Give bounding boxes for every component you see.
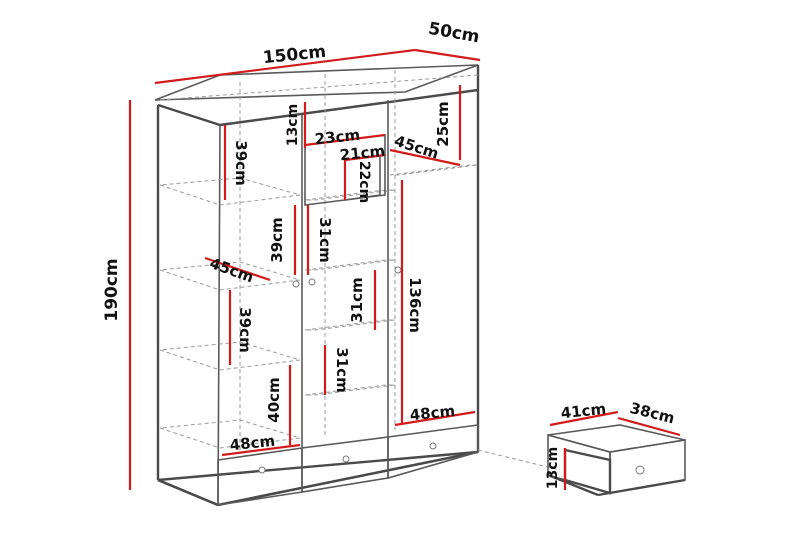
inner-height-label: 22cm — [356, 161, 372, 203]
drawer-knob — [429, 442, 437, 450]
door-knob — [292, 280, 300, 288]
hanging-height-label: 136cm — [406, 277, 424, 333]
drawer-knob — [258, 466, 266, 474]
top-right-height-label: 25cm — [434, 101, 452, 146]
wardrobe-outline — [154, 64, 480, 507]
lower-height-label: 40cm — [265, 377, 283, 422]
drawer-knob — [635, 465, 645, 475]
door-knob — [308, 278, 316, 286]
drawer-knob — [342, 455, 350, 463]
door-knob — [394, 266, 402, 274]
left-shelf-depth-label: 45cm — [207, 254, 256, 286]
left-shelf-height-3-label: 39cm — [236, 307, 254, 352]
bottom-left-width-label: 48cm — [229, 432, 276, 455]
top-box-width-label: 23cm — [314, 126, 361, 149]
height-label: 190cm — [102, 258, 122, 321]
dimension-lines — [128, 48, 481, 490]
top-box-height-label: 13cm — [285, 104, 301, 146]
middle-height-2-label: 31cm — [348, 277, 366, 322]
width-label: 150cm — [262, 42, 327, 69]
shelves — [159, 134, 479, 449]
middle-height-3-label: 31cm — [333, 347, 351, 392]
drawer-detail — [477, 410, 686, 497]
depth-label: 50cm — [427, 19, 481, 48]
drawer-width-label: 41cm — [560, 400, 607, 423]
left-shelf-height-1-label: 39cm — [232, 140, 250, 185]
middle-height-1-label: 31cm — [316, 217, 334, 262]
drawer-height-label: 13cm — [545, 447, 561, 489]
dimension-labels: 150cm 50cm 190cm 13cm 23cm 21cm 22cm 45c… — [102, 19, 676, 489]
inner-width-label: 21cm — [339, 142, 386, 165]
bottom-right-width-label: 48cm — [409, 402, 456, 425]
left-shelf-height-2-label: 39cm — [268, 217, 286, 262]
